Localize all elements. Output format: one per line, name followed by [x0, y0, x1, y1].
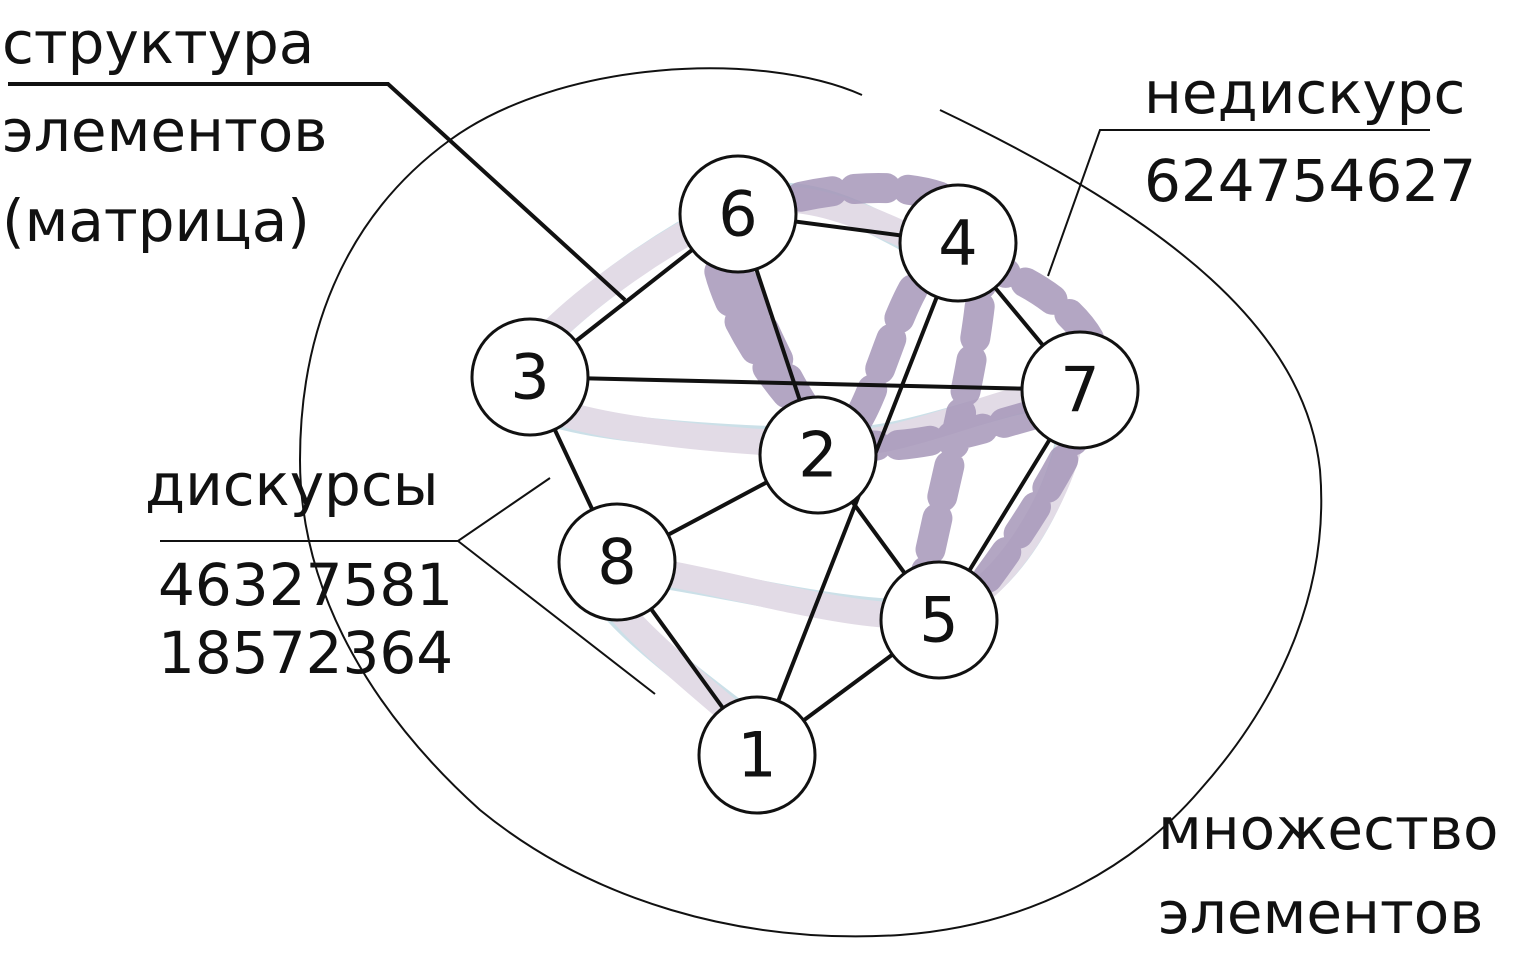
node-label: 1 [737, 719, 776, 792]
structure-leader [8, 82, 627, 302]
node-circle [697, 695, 817, 815]
node-label: 4 [938, 207, 977, 280]
node-label: 5 [919, 584, 958, 657]
node-4: 4 [898, 183, 1018, 303]
set-boundary [298, 67, 1323, 938]
discourses-label: дискурсы [145, 451, 439, 519]
node-circle [557, 502, 677, 622]
node-1: 1 [697, 695, 817, 815]
discourse-sequence-1: 46327581 [158, 551, 454, 619]
structure-label-line1: структура [2, 9, 315, 77]
nondiscourse-leader [1047, 129, 1430, 277]
set-label-line2: элементов [1158, 879, 1484, 947]
node-label: 8 [597, 526, 636, 599]
node-circle [898, 183, 1018, 303]
node-label: 6 [718, 178, 757, 251]
node-circle [1020, 330, 1140, 450]
structure-label-line2: элементов [2, 97, 328, 165]
node-circle [678, 154, 798, 274]
edge-3-7 [529, 375, 1081, 392]
node-circle [758, 395, 878, 515]
set-label-line1: множество [1158, 795, 1499, 863]
matrix-nodes: 1 2 3 4 5 6 7 8 [470, 154, 1140, 815]
node-2: 2 [758, 395, 878, 515]
node-label: 7 [1060, 354, 1099, 427]
leader-lines [8, 82, 1430, 695]
nondiscourse-sequence: 624754627 [1144, 147, 1477, 215]
node-circle [879, 560, 999, 680]
discourses-leader-2 [457, 540, 656, 695]
node-6: 6 [678, 154, 798, 274]
node-label: 3 [510, 341, 549, 414]
node-3: 3 [470, 317, 590, 437]
node-label: 2 [798, 419, 837, 492]
structure-label-line3: (матрица) [2, 187, 310, 255]
node-5: 5 [879, 560, 999, 680]
node-7: 7 [1020, 330, 1140, 450]
node-8: 8 [557, 502, 677, 622]
nondiscourse-label: недискурс [1144, 59, 1466, 127]
discourse-sequence-2: 18572364 [158, 619, 454, 687]
node-circle [470, 317, 590, 437]
